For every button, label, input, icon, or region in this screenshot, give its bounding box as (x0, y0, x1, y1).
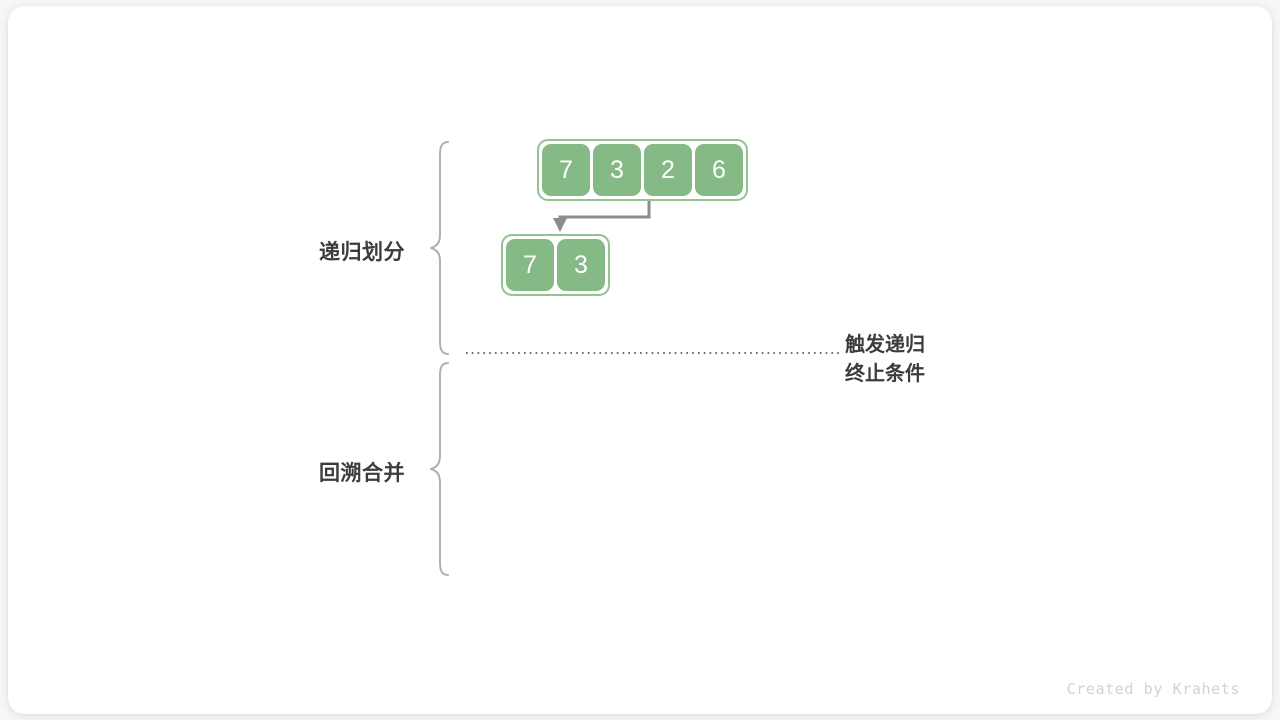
white-card-panel (8, 6, 1272, 714)
array-cell: 7 (542, 144, 590, 196)
annotation-line-2: 终止条件 (845, 363, 925, 385)
annotation-line-1: 触发递归 (845, 334, 925, 356)
array-cell: 7 (506, 239, 554, 291)
array-cell: 3 (557, 239, 605, 291)
array-left-half: 7 3 (501, 234, 610, 296)
array-top: 7 3 2 6 (537, 139, 748, 201)
section-label-divide: 递归划分 (319, 241, 405, 264)
section-label-merge: 回溯合并 (319, 462, 405, 485)
array-cell: 3 (593, 144, 641, 196)
watermark-credit: Created by Krahets (1066, 680, 1240, 698)
array-cell: 2 (644, 144, 692, 196)
recursion-terminate-annotation: 触发递归 终止条件 (845, 331, 925, 389)
array-cell: 6 (695, 144, 743, 196)
